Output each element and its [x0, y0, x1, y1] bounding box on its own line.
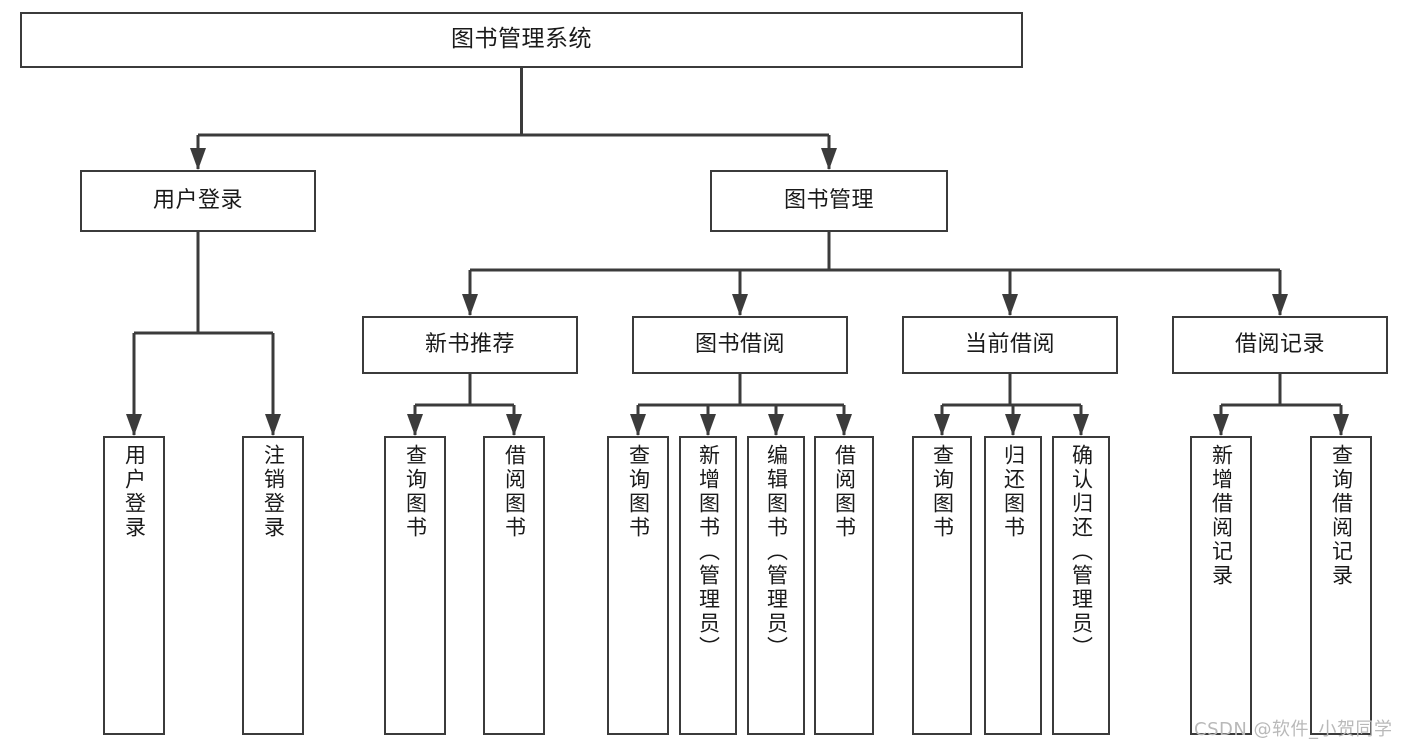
node-label: 确认归还（管理员） [1069, 444, 1094, 660]
node-book-manage[interactable]: 图书管理 [710, 170, 948, 232]
node-label: 查询图书 [930, 444, 955, 540]
node-label: 当前借阅 [964, 331, 1055, 357]
node-label: 用户登录 [122, 444, 147, 540]
node-leaf-rec-query[interactable]: 查询图书 [384, 436, 446, 735]
node-current-borrow[interactable]: 当前借阅 [902, 316, 1118, 374]
node-leaf-br-query[interactable]: 查询借阅记录 [1310, 436, 1372, 735]
node-label: 归还图书 [1001, 444, 1026, 540]
node-root[interactable]: 图书管理系统 [20, 12, 1023, 68]
node-label: 借阅图书 [502, 444, 527, 540]
node-label: 查询图书 [626, 444, 651, 540]
node-leaf-user-login[interactable]: 用户登录 [103, 436, 165, 735]
node-leaf-user-logout[interactable]: 注销登录 [242, 436, 304, 735]
node-leaf-cb-query[interactable]: 查询图书 [912, 436, 972, 735]
watermark-text: CSDN @软件_小贺同学 [1194, 719, 1393, 740]
node-label: 借阅记录 [1234, 331, 1325, 357]
node-label: 新增图书（管理员） [696, 444, 721, 660]
node-label: 新书推荐 [424, 331, 515, 357]
node-label: 借阅图书 [832, 444, 857, 540]
node-leaf-bb-query[interactable]: 查询图书 [607, 436, 669, 735]
node-leaf-cb-confirm[interactable]: 确认归还（管理员） [1052, 436, 1110, 735]
node-label: 新增借阅记录 [1209, 444, 1234, 588]
node-user-login[interactable]: 用户登录 [80, 170, 316, 232]
node-label: 查询图书 [403, 444, 428, 540]
node-leaf-bb-add[interactable]: 新增图书（管理员） [679, 436, 737, 735]
node-borrow-record[interactable]: 借阅记录 [1172, 316, 1388, 374]
node-label: 查询借阅记录 [1329, 444, 1354, 588]
node-label: 图书管理 [783, 187, 874, 213]
node-leaf-bb-edit[interactable]: 编辑图书（管理员） [747, 436, 805, 735]
node-leaf-bb-borrow[interactable]: 借阅图书 [814, 436, 874, 735]
node-label: 用户登录 [152, 187, 243, 213]
node-leaf-rec-borrow[interactable]: 借阅图书 [483, 436, 545, 735]
node-label: 编辑图书（管理员） [764, 444, 789, 660]
node-book-borrow[interactable]: 图书借阅 [632, 316, 848, 374]
node-label: 注销登录 [261, 444, 286, 540]
node-new-book-rec[interactable]: 新书推荐 [362, 316, 578, 374]
node-leaf-cb-return[interactable]: 归还图书 [984, 436, 1042, 735]
node-label: 图书管理系统 [451, 26, 592, 53]
node-leaf-br-add[interactable]: 新增借阅记录 [1190, 436, 1252, 735]
node-label: 图书借阅 [694, 331, 785, 357]
